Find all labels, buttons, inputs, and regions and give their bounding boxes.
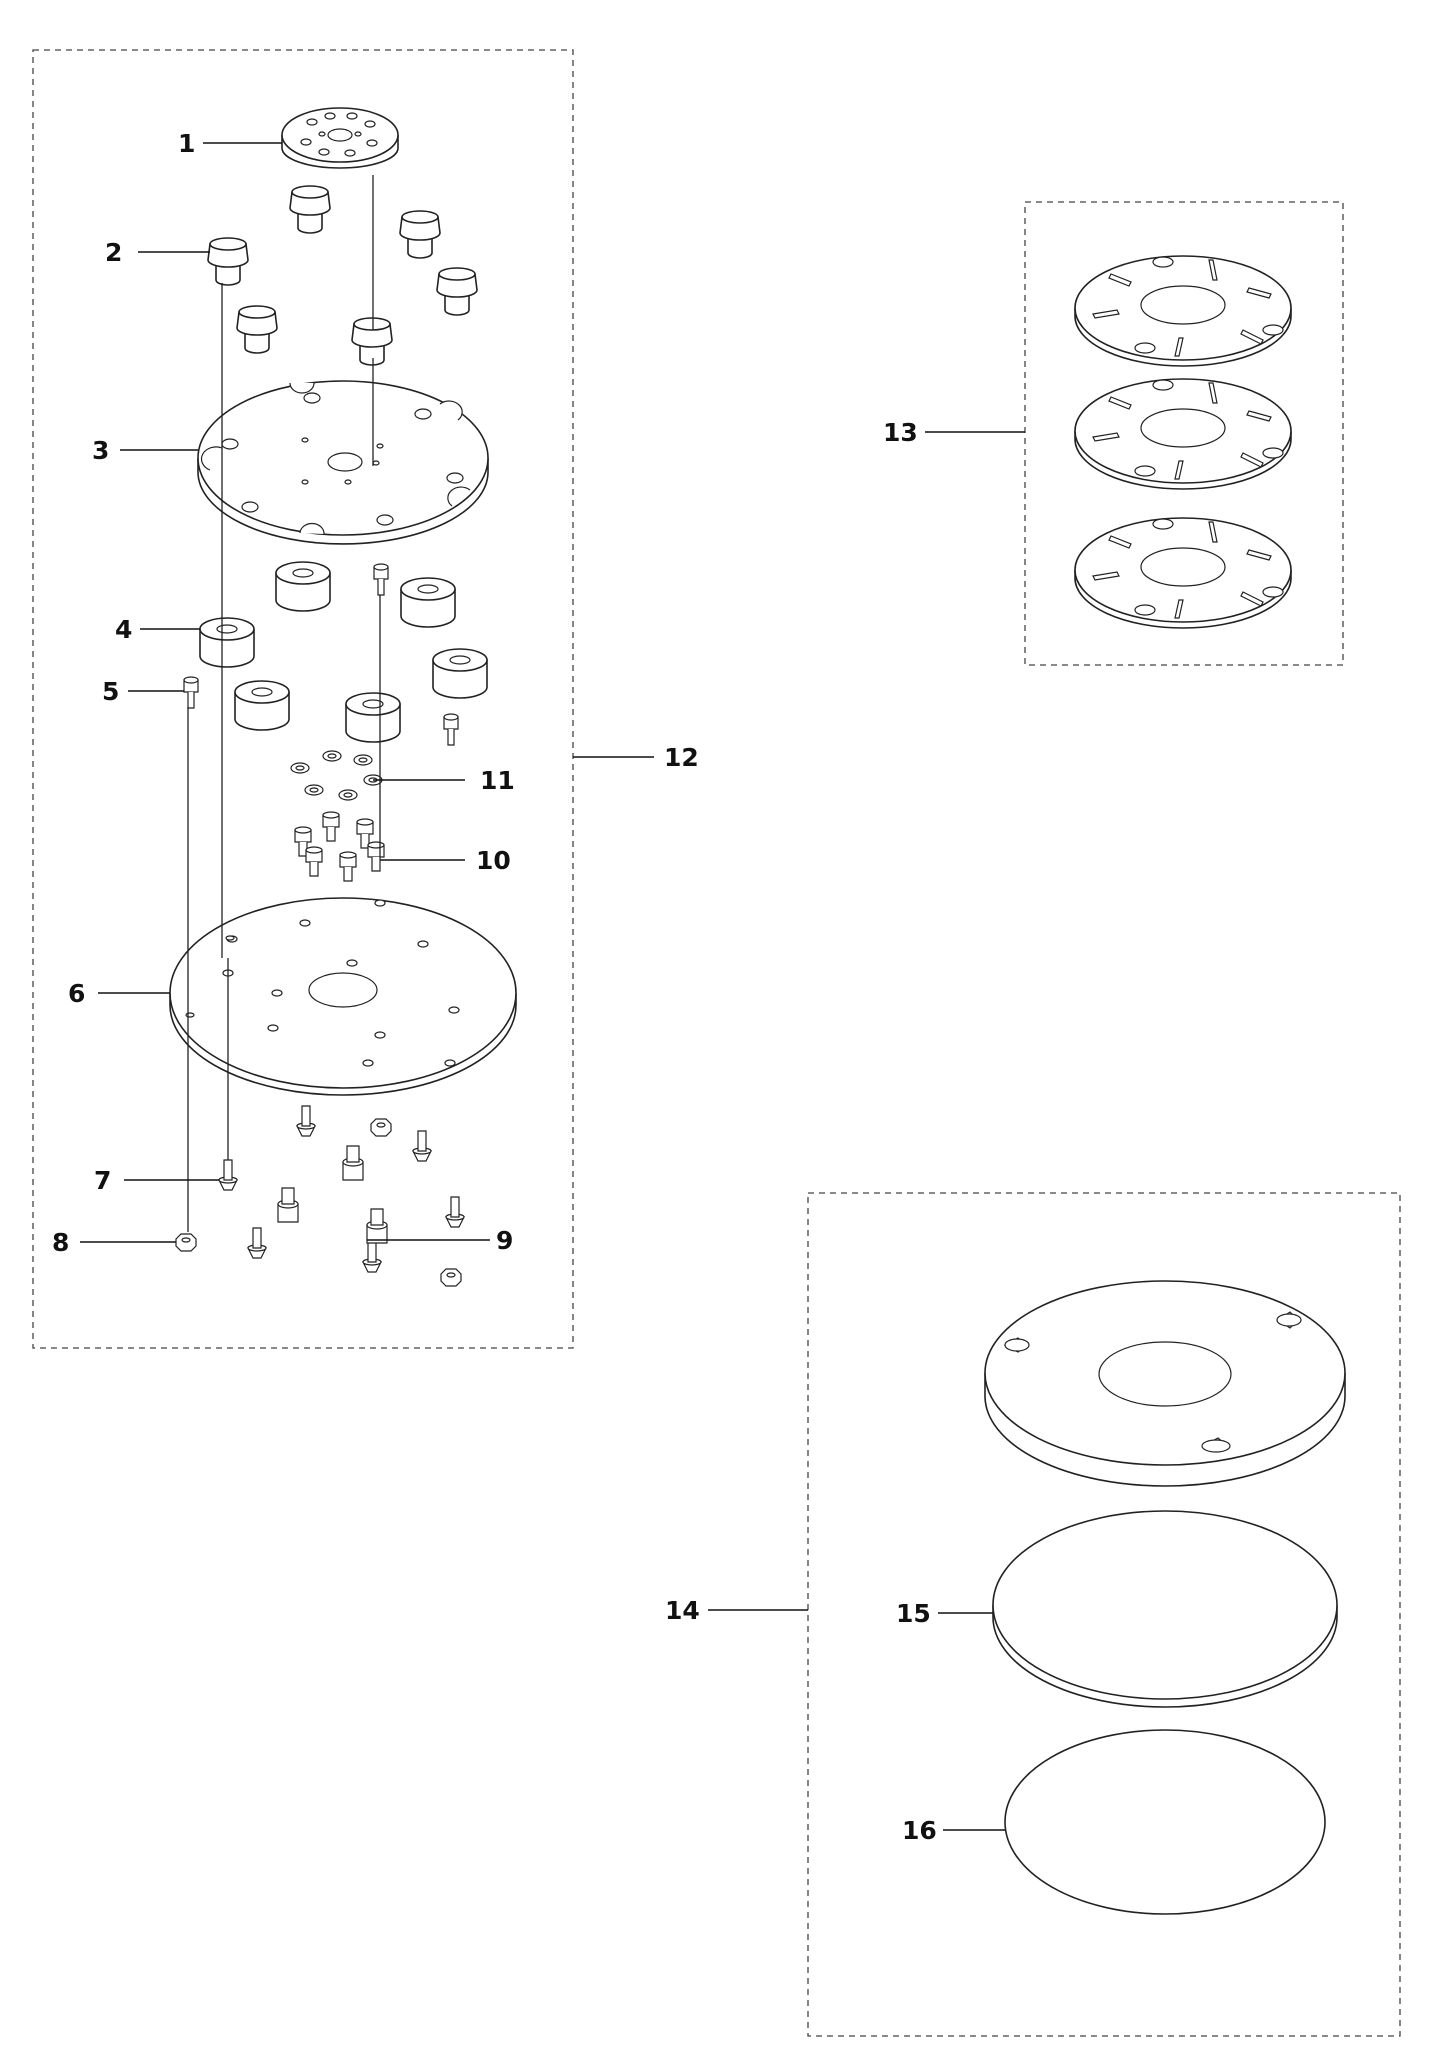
callout-7: 7 [94,1166,111,1195]
part-9-hex-bolts [277,1145,388,1244]
callout-8: 8 [52,1228,69,1257]
part-2-t-pads [207,185,478,366]
part-5-cap-screws [183,563,459,746]
part-7-countersunk-screws [218,1105,465,1273]
callout-6: 6 [68,979,85,1008]
group-box-12 [32,49,574,1349]
callout-2: 2 [105,238,122,267]
part-3-notched-plate [197,380,489,545]
part-11-washers [290,750,383,801]
callout-12: 12 [664,743,699,772]
callout-1: 1 [178,129,195,158]
part-10-flange-bolts [294,811,385,882]
part-4-bushings [199,561,488,743]
callout-9: 9 [496,1226,513,1255]
callout-15: 15 [896,1599,931,1628]
part-6-base-plate [169,897,517,1096]
part-15-velcro-pad [992,1510,1338,1708]
leader-lines [80,142,1025,1831]
callout-5: 5 [102,677,119,706]
callout-4: 4 [115,615,132,644]
callout-10: 10 [476,846,511,875]
callout-14: 14 [665,1596,700,1625]
part-16-abrasive-disc [1004,1729,1326,1915]
part-13-segment-plates [1074,255,1292,629]
part-1-top-disc [281,107,399,169]
callout-labels: 1 2 3 4 5 6 7 8 9 10 11 12 13 14 15 16 [52,129,937,1845]
callout-13: 13 [883,418,918,447]
group-box-14 [807,1192,1401,2037]
assembly-axis-lines [187,175,381,1232]
part-8-hex-nuts [175,1118,462,1287]
group-box-13 [1024,201,1344,666]
callout-3: 3 [92,436,109,465]
callout-16: 16 [902,1816,937,1845]
callout-11: 11 [480,766,515,795]
part-14-carrier-plate [984,1280,1346,1487]
